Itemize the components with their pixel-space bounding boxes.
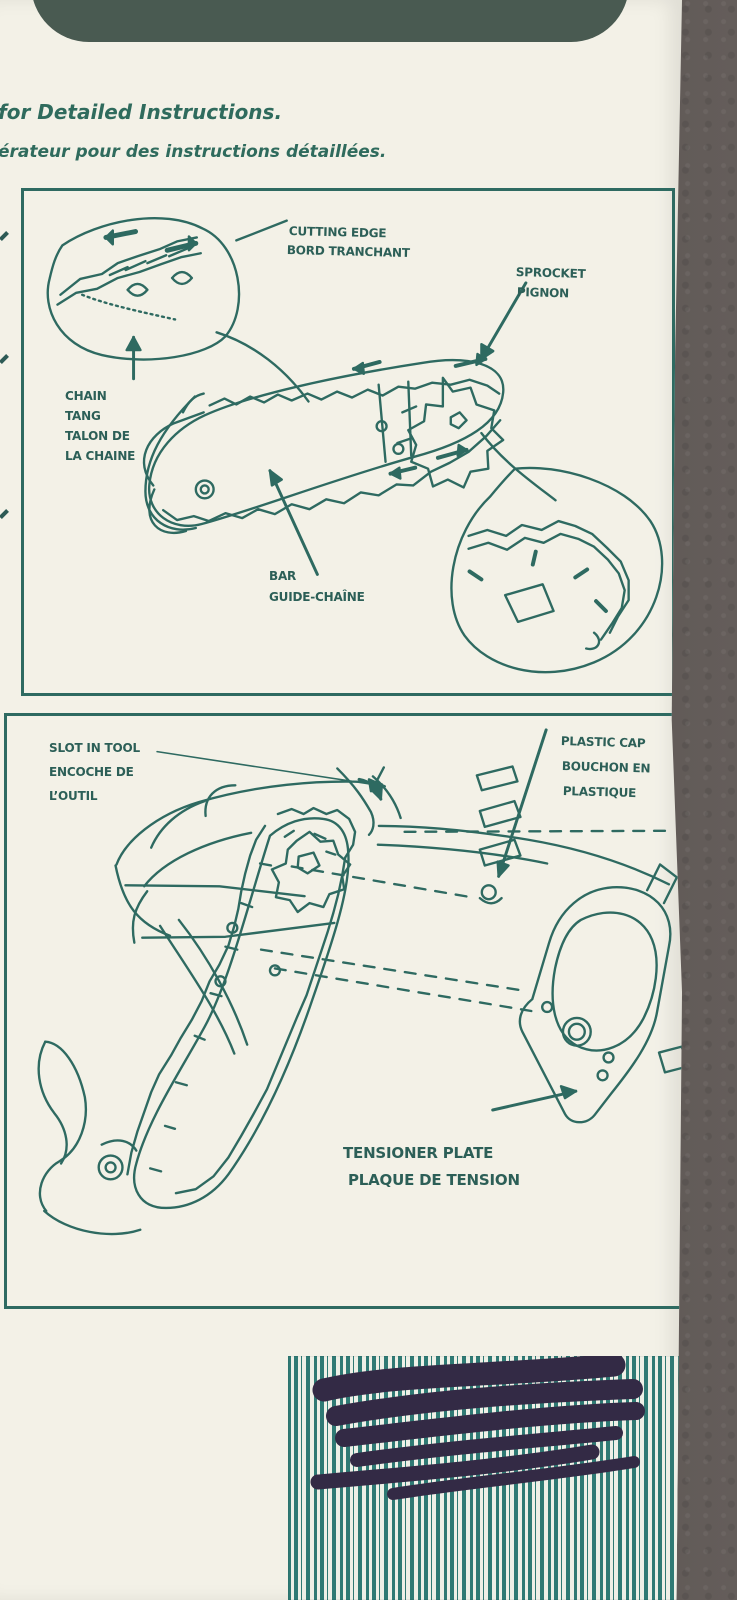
tensioner-plate-label: TENSIONER PLATE bbox=[343, 1144, 494, 1162]
plastic-cap-label: PLASTIC CAP bbox=[560, 734, 646, 751]
plaque-de-tension-label: PLAQUE DE TENSION bbox=[348, 1171, 520, 1189]
sprocket-label: SPROCKET bbox=[515, 265, 586, 281]
cutting-edge-label: CUTTING EDGE bbox=[288, 224, 387, 241]
instruction-text-english: for Detailed Instructions. bbox=[0, 100, 283, 124]
hanging-tab bbox=[31, 0, 629, 42]
left-border-mark bbox=[0, 509, 9, 519]
package-card: for Detailed Instructions. érateur pour … bbox=[0, 0, 682, 1600]
instruction-text-french: érateur pour des instructions détaillées… bbox=[0, 142, 387, 162]
barcode bbox=[288, 1356, 682, 1600]
chain-parts-panel: CUTTING EDGE BORD TRANCHANT SPROCKET PIG… bbox=[21, 188, 675, 696]
left-border-mark bbox=[0, 354, 9, 364]
left-border-mark bbox=[0, 231, 9, 241]
marker-redaction bbox=[310, 1356, 645, 1500]
la-chaine-label: LA CHAINE bbox=[65, 449, 136, 463]
slot-in-tool-label: SLOT IN TOOL bbox=[49, 741, 140, 755]
plastique-label: PLASTIQUE bbox=[562, 784, 637, 801]
encoche-de-label: ENCOCHE DE bbox=[49, 765, 134, 779]
pignon-label: PIGNON bbox=[516, 285, 570, 301]
tensioner-assembly-diagram bbox=[37, 728, 682, 1236]
bouchon-en-label: BOUCHON EN bbox=[561, 759, 651, 776]
bord-tranchant-label: BORD TRANCHANT bbox=[286, 243, 411, 261]
talon-de-label: TALON DE bbox=[65, 429, 130, 443]
tensioner-assembly-panel: SLOT IN TOOL ENCOCHE DE L’OUTIL PLASTIC … bbox=[4, 713, 682, 1309]
guide-chaine-label: GUIDE-CHAÎNE bbox=[269, 590, 365, 604]
outil-label: L’OUTIL bbox=[49, 789, 98, 803]
bar-label: BAR bbox=[269, 569, 297, 583]
tang-label: TANG bbox=[65, 409, 101, 423]
chain-bar-diagram bbox=[46, 217, 664, 674]
chain-label: CHAIN bbox=[65, 389, 107, 403]
